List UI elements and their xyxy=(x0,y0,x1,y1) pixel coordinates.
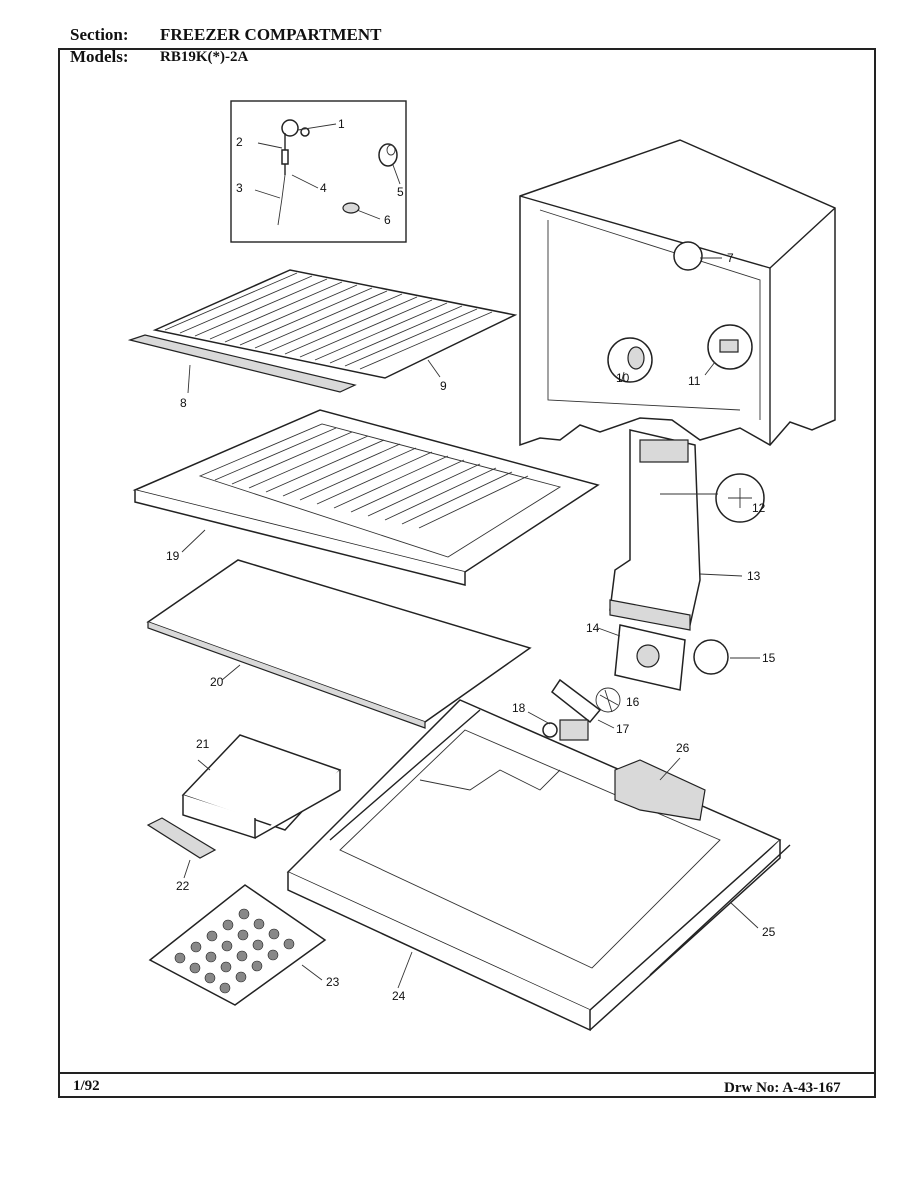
wire-shelf xyxy=(127,269,518,393)
evaporator-cover xyxy=(609,429,765,631)
callout-11: 19 xyxy=(166,549,180,563)
models-value: RB19K(*)-2A xyxy=(160,49,249,65)
fan-assembly xyxy=(542,624,729,741)
callout-9: 12 xyxy=(752,501,766,515)
callout-10: 20 xyxy=(210,675,224,689)
callout-21: 8 xyxy=(180,396,187,410)
callout-15: 21 xyxy=(196,737,210,751)
callout-20: 26 xyxy=(676,741,690,755)
freezer-liner xyxy=(286,699,791,1032)
ice-tray xyxy=(148,884,327,1006)
callout-23: 1 xyxy=(338,117,345,131)
callout-1: 24 xyxy=(392,989,406,1003)
callout-14: 23 xyxy=(326,975,340,989)
callout-8: 13 xyxy=(747,569,761,583)
section-label: Section: xyxy=(70,25,129,44)
callout-25: 3 xyxy=(236,181,243,195)
callout-22: 11 xyxy=(688,374,701,388)
callout-24: 2 xyxy=(236,135,243,149)
ice-pan xyxy=(146,734,342,859)
callout-5: 16 xyxy=(626,695,640,709)
callout-7: 14 xyxy=(586,621,600,635)
callout-16: 22 xyxy=(176,879,190,893)
callout-4: 17 xyxy=(616,722,630,736)
callout-26: 4 xyxy=(320,181,327,195)
callout-12: 9 xyxy=(440,379,447,393)
inset-small-parts xyxy=(230,100,407,243)
callout-leaders xyxy=(181,123,760,989)
callout-6: 15 xyxy=(762,651,776,665)
callout-3: 18 xyxy=(512,701,526,715)
freezer-cabinet xyxy=(519,139,836,447)
callout-13: 10 xyxy=(616,371,630,385)
drawing-number: Drw No: A-43-167 xyxy=(724,1080,841,1096)
drawing-frame xyxy=(58,48,876,1098)
footer-date: 1/92 xyxy=(73,1078,100,1094)
callout-19: 5 xyxy=(397,185,404,199)
cover-panel xyxy=(146,559,532,729)
section-value: FREEZER COMPARTMENT xyxy=(160,25,382,44)
callout-2: 25 xyxy=(762,925,776,939)
freezer-shelf-tray xyxy=(132,409,600,586)
callout-labels: 1 2 3 4 5 6 7 8 9 10 11 12 13 14 15 16 1… xyxy=(166,117,776,1003)
callout-17: 7 xyxy=(727,251,734,265)
models-label: Models: xyxy=(70,47,129,66)
footer-divider xyxy=(58,1072,876,1074)
callout-18: 6 xyxy=(384,213,391,227)
